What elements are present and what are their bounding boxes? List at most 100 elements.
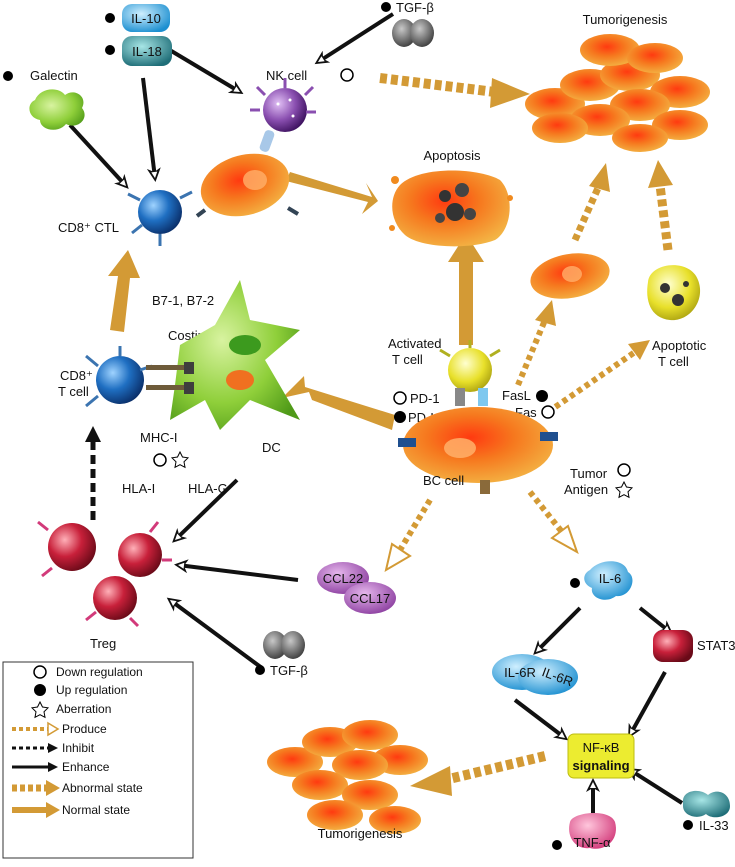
treg-cluster [37, 520, 172, 628]
tumor-antigen-label-2: Antigen [564, 482, 608, 497]
tnfa-molecule [569, 812, 616, 849]
ccl17-label: CCL17 [350, 591, 390, 606]
il10-label: IL-10 [131, 11, 161, 26]
mhc1-label: MHC-I [140, 430, 178, 445]
galectin-molecule [29, 89, 85, 130]
il18-molecule [122, 36, 172, 66]
il6-label: IL-6 [599, 571, 621, 586]
legend-label-1: Up regulation [56, 683, 127, 697]
legend-label-5: Enhance [62, 760, 110, 774]
apoptotic-t-cell [647, 265, 701, 321]
il10-molecule [122, 4, 170, 32]
tumorigenesis-top-label: Tumorigenesis [583, 12, 668, 27]
inhibit-arrow [85, 426, 101, 520]
galectin-up-regulation-icon [3, 71, 13, 81]
pdl1-up-regulation-icon [394, 411, 406, 423]
legend-produce-icon [12, 721, 60, 737]
fas-down-regulation-icon [541, 405, 555, 419]
legend-label-6: Abnormal state [62, 781, 143, 795]
b7-label: B7-1, B7-2 [152, 293, 214, 308]
tumor-antigen-aberration-icon [614, 480, 634, 499]
il33-up-regulation-icon [683, 820, 693, 830]
il33-label: IL-33 [699, 818, 729, 833]
apoptosis-cell [389, 170, 513, 247]
il6r-molecules [492, 654, 578, 695]
legend-enhance-icon [12, 762, 58, 772]
treg-label: Treg [90, 636, 116, 651]
nk-down-regulation-icon [340, 68, 354, 82]
mhc1-down-regulation-icon [153, 453, 167, 467]
activated-t-cell [439, 340, 501, 406]
legend-down-regulation-icon [33, 665, 47, 679]
activated-label-1: Activated [388, 336, 441, 351]
fasl-up-regulation-icon [536, 390, 548, 402]
il18-label: IL-18 [132, 44, 162, 59]
normal-state-arrows [108, 172, 484, 430]
cd8-ctl-cell [127, 190, 193, 246]
tumorigenesis-cluster-top [525, 34, 710, 152]
pd1-down-regulation-icon [393, 391, 407, 405]
legend: Down regulation Up regulation Aberration… [2, 661, 194, 859]
tumor-antigen-down-regulation-icon [617, 463, 631, 477]
tumor-antigen-label-1: Tumor [570, 466, 608, 481]
tumor-cell-upper [195, 130, 300, 218]
abnormal-state-arrows [379, 73, 673, 796]
cd8-tcell-label-2: T cell [58, 384, 89, 399]
apoptosis-label: Apoptosis [423, 148, 481, 163]
galectin-label: Galectin [30, 68, 78, 83]
bc-cell [398, 407, 558, 494]
tumorigenesis-cluster-bottom [267, 720, 428, 834]
activated-label-2: T cell [392, 352, 423, 367]
legend-abnormal-state-icon [12, 780, 60, 796]
cd8-t-cell [85, 346, 194, 408]
nk-cell-label: NK cell [266, 68, 307, 83]
legend-normal-state-icon [12, 802, 60, 818]
tgfb-top-label: TGF-β [396, 0, 434, 15]
il10-up-regulation-icon [105, 13, 115, 23]
tnfa-label: TNF-α [573, 835, 611, 850]
bc-cell-label: BC cell [423, 473, 464, 488]
il18-up-regulation-icon [105, 45, 115, 55]
fasl-label: FasL [502, 388, 531, 403]
tgfb-top-up-regulation-icon [381, 2, 391, 12]
nfkb-label-2: signaling [572, 758, 629, 773]
dendritic-cell [170, 280, 300, 430]
dc-label: DC [262, 440, 281, 455]
legend-aberration-icon [30, 700, 50, 719]
stat3-label: STAT3 [697, 638, 735, 653]
legend-label-7: Normal state [62, 803, 130, 817]
apoptotic-label-2: T cell [658, 354, 689, 369]
tnfa-up-regulation-icon [552, 840, 562, 850]
legend-label-4: Inhibit [62, 741, 95, 755]
tgfb-top-molecule [392, 19, 434, 47]
ccl22-label: CCL22 [323, 571, 363, 586]
legend-label-3: Produce [62, 722, 107, 736]
legend-inhibit-icon [12, 743, 58, 753]
apoptotic-label-1: Apoptotic [652, 338, 707, 353]
tgfb-bottom-up-regulation-icon [255, 665, 265, 675]
ccl-molecules [317, 562, 396, 614]
tumor-cell-right [530, 253, 610, 299]
il6-molecule [584, 561, 633, 600]
hla1-label: HLA-I [122, 481, 155, 496]
cd8-ctl-label: CD8⁺ CTL [58, 220, 119, 235]
enhance-arrows [68, 12, 684, 818]
legend-up-regulation-icon [34, 684, 46, 696]
tgfb-bottom-label: TGF-β [270, 663, 308, 678]
nfkb-label-1: NF-κB [583, 740, 620, 755]
cd8-tcell-label-1: CD8⁺ [60, 368, 93, 383]
hlag-label: HLA-G [188, 481, 228, 496]
nk-cell [250, 78, 316, 132]
tumorigenesis-bottom-label: Tumorigenesis [318, 826, 403, 841]
pd1-label: PD-1 [410, 391, 440, 406]
il33-molecule [683, 790, 730, 818]
nfkb-box [567, 733, 635, 779]
tgfb-bottom-molecule [263, 631, 305, 659]
stat3-molecule [653, 630, 693, 662]
mhc1-aberration-icon [170, 450, 190, 469]
produce-arrows [384, 490, 579, 573]
il6r-label-a: IL-6R [504, 665, 536, 680]
il6-up-regulation-icon [570, 578, 580, 588]
legend-label-0: Down regulation [56, 665, 143, 679]
